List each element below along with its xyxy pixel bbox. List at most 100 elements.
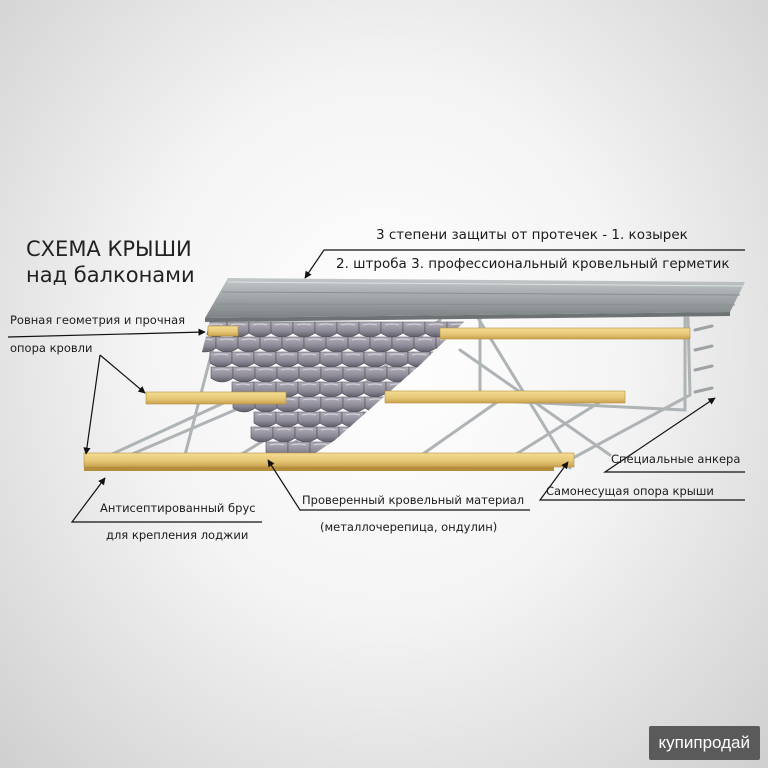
label-material-line2: (металлочерепица, ондулин) bbox=[320, 520, 498, 534]
roof-tile-highlight bbox=[291, 443, 307, 446]
roof-tile-highlight bbox=[214, 368, 230, 371]
roof-tile-highlight bbox=[428, 323, 444, 326]
timber-beam-mid-left bbox=[145, 391, 287, 405]
visor-edge bbox=[205, 312, 730, 322]
timber-beams bbox=[83, 325, 691, 471]
roof-tile bbox=[363, 411, 387, 428]
roof-tile-highlight bbox=[346, 398, 362, 401]
roof-tile bbox=[429, 351, 453, 368]
roof-tile-highlight bbox=[252, 323, 268, 326]
roof-tile-highlight bbox=[320, 428, 336, 431]
label-support: Самонесущая опора крыши bbox=[546, 484, 714, 498]
roof-tile-highlight bbox=[324, 398, 340, 401]
roof-tile-highlight bbox=[274, 323, 290, 326]
leader-geometry-mid bbox=[99, 354, 146, 394]
anchors bbox=[693, 324, 714, 394]
roof-tile-highlight bbox=[208, 323, 224, 326]
roof-tile-highlight bbox=[269, 443, 285, 446]
roof-tile-highlight bbox=[279, 353, 295, 356]
roof-tile-highlight bbox=[235, 353, 251, 356]
anchor-bolt bbox=[693, 386, 714, 394]
roof-tile-highlight bbox=[411, 353, 427, 356]
roof-tile-highlight bbox=[395, 338, 411, 341]
roof-tile bbox=[338, 426, 362, 443]
roof-tile-highlight bbox=[235, 383, 251, 386]
leader-material bbox=[267, 459, 530, 511]
leader-geometry-bottom bbox=[83, 354, 101, 455]
roof-tile-highlight bbox=[345, 383, 361, 386]
diagram-title-line1: СХЕМА КРЫШИ bbox=[26, 237, 192, 261]
roof-tile-highlight bbox=[324, 368, 340, 371]
roof-tile-highlight bbox=[345, 353, 361, 356]
roof-tile-highlight bbox=[313, 443, 329, 446]
timber-beam-mid-right bbox=[384, 390, 626, 404]
roof-tile-highlight bbox=[318, 323, 334, 326]
roof-tile-highlight bbox=[351, 338, 367, 341]
roof-tile-highlight bbox=[406, 323, 422, 326]
label-anchors: Специальные анкера bbox=[611, 452, 741, 466]
leader-lines bbox=[7, 249, 745, 523]
roof-tile-highlight bbox=[323, 353, 339, 356]
roof-tile-highlight bbox=[340, 323, 356, 326]
anchor-bolt bbox=[693, 364, 714, 372]
roof-tile-highlight bbox=[302, 368, 318, 371]
roof-tile-highlight bbox=[389, 353, 405, 356]
leader-anchors bbox=[603, 397, 745, 473]
roof-tile-highlight bbox=[390, 368, 406, 371]
roof-tile-highlight bbox=[263, 338, 279, 341]
frame-rod bbox=[108, 398, 232, 457]
roof-tile-highlight bbox=[200, 338, 213, 341]
roof-tile-highlight bbox=[373, 338, 389, 341]
roof-tile-highlight bbox=[301, 353, 317, 356]
roof-tile-highlight bbox=[412, 368, 428, 371]
watermark-logo: купипродай bbox=[648, 726, 760, 760]
visor-ridge bbox=[215, 303, 736, 306]
roof-tile-highlight bbox=[433, 353, 449, 356]
timber-beam-top-right bbox=[439, 327, 691, 340]
label-geometry-line1: Ровная геометрия и прочная bbox=[10, 313, 186, 327]
roof-tile-highlight bbox=[219, 338, 235, 341]
visor-ridge bbox=[227, 281, 745, 287]
roof-tile-highlight bbox=[301, 383, 317, 386]
roof-tile-highlight bbox=[230, 323, 246, 326]
timber-beam-top-left bbox=[207, 325, 239, 337]
roof-tile-highlight bbox=[257, 413, 273, 416]
frame-rod bbox=[558, 393, 692, 467]
leader-support bbox=[538, 461, 745, 501]
roof-tile-highlight bbox=[296, 323, 312, 326]
roof-tile-highlight bbox=[384, 323, 400, 326]
anchor-bolt bbox=[693, 344, 714, 352]
roof-tile bbox=[408, 366, 432, 383]
roof-tile-highlight bbox=[254, 428, 270, 431]
roof-tile-highlight bbox=[276, 428, 292, 431]
label-timber-line1: Антисептированный брус bbox=[100, 501, 256, 515]
roof-tile-highlight bbox=[362, 323, 378, 326]
roof-tile-highlight bbox=[280, 368, 296, 371]
roof-tile-highlight bbox=[257, 383, 273, 386]
roof-tile-highlight bbox=[323, 413, 339, 416]
roof-tile-highlight bbox=[298, 428, 314, 431]
frame-rod bbox=[418, 398, 502, 458]
roof-tile-highlight bbox=[213, 353, 229, 356]
roof-tile bbox=[200, 336, 217, 353]
roof-tile-highlight bbox=[367, 383, 383, 386]
label-protection-line1: 3 степени защиты от протечек - 1. козыре… bbox=[376, 227, 688, 243]
roof-tile-highlight bbox=[241, 338, 257, 341]
timber-beam-bottom-shadow bbox=[84, 467, 554, 471]
roof-tile-highlight bbox=[257, 353, 273, 356]
timber-beam-bottom bbox=[83, 452, 575, 468]
roof-tile-highlight bbox=[367, 353, 383, 356]
label-material-line1: Проверенный кровельный материал bbox=[302, 493, 525, 507]
roof-tile-highlight bbox=[345, 413, 361, 416]
roof-visor bbox=[205, 278, 745, 322]
roof-tile-highlight bbox=[346, 368, 362, 371]
roof-tile-highlight bbox=[307, 338, 323, 341]
roof-tile-highlight bbox=[236, 368, 252, 371]
roof-tile-highlight bbox=[367, 413, 383, 416]
roof-tile-highlight bbox=[417, 338, 433, 341]
roof-tile-highlight bbox=[329, 338, 345, 341]
leader-timber bbox=[70, 477, 262, 523]
anchor-bolt bbox=[693, 324, 714, 332]
roof-tile-highlight bbox=[279, 383, 295, 386]
roof-tile-highlight bbox=[279, 413, 295, 416]
